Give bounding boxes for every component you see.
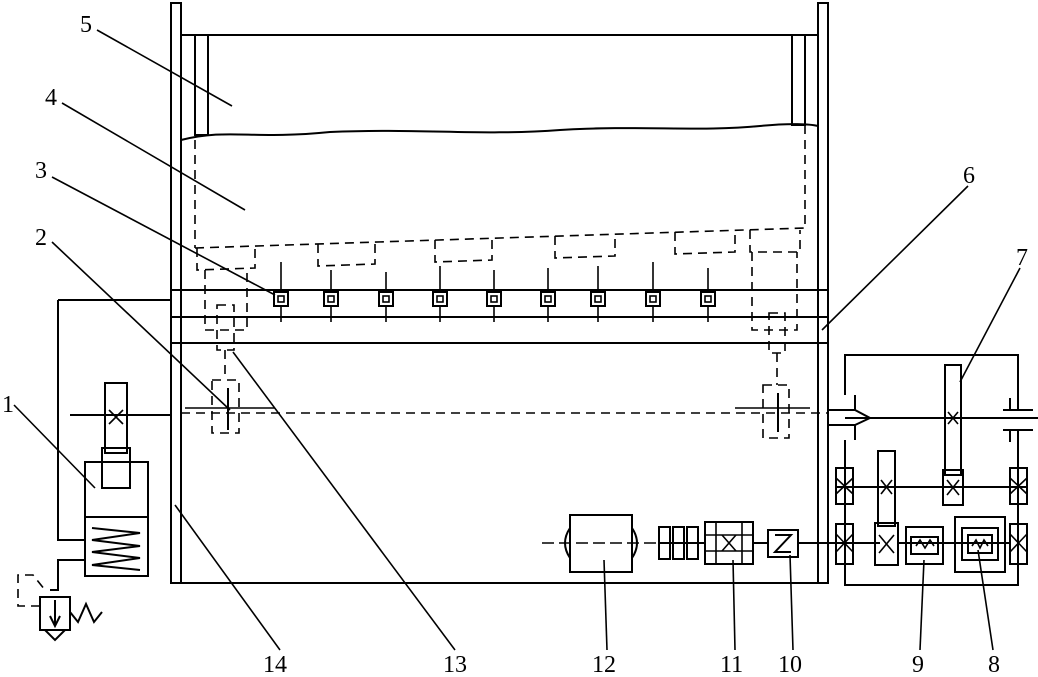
label-13: 13: [443, 652, 467, 677]
clamp-block: [323, 291, 339, 307]
label-3: 3: [35, 158, 47, 184]
label-11: 11: [720, 652, 743, 677]
clamp-block: [590, 291, 606, 307]
label-7: 7: [1016, 245, 1028, 271]
machine-frame: [170, 2, 829, 584]
part-labels: 5 4 3 2 1 6 7 14 13 12 11 10 9 8: [2, 12, 1028, 677]
label-4: 4: [45, 85, 57, 111]
label-10: 10: [778, 652, 802, 677]
eccentric-links: [204, 252, 798, 439]
clamp-block: [378, 291, 394, 307]
clamp-block-core: [704, 295, 712, 303]
gearbox: [832, 354, 1038, 586]
clamp-blocks: [273, 262, 716, 322]
clamp-block-core: [649, 295, 657, 303]
clamp-block: [540, 291, 556, 307]
clamp-block-core: [594, 295, 602, 303]
clamp-block-core: [436, 295, 444, 303]
label-2: 2: [35, 225, 47, 251]
clamp-block: [273, 291, 289, 307]
drive-train: [542, 514, 880, 573]
label-1: 1: [2, 392, 14, 418]
label-14: 14: [263, 652, 287, 677]
clamp-block: [486, 291, 502, 307]
clamp-block-core: [544, 295, 552, 303]
label-5: 5: [80, 12, 92, 38]
workpiece-outline: [194, 125, 806, 271]
clamp-block-core: [277, 295, 285, 303]
clamp-block: [432, 291, 448, 307]
main-shaft: [70, 388, 845, 432]
clamp-block-core: [490, 295, 498, 303]
label-9: 9: [912, 652, 924, 677]
label-6: 6: [963, 163, 975, 189]
clamp-block-core: [382, 295, 390, 303]
clamp-block-core: [327, 295, 335, 303]
label-8: 8: [988, 652, 1000, 677]
clamp-block: [645, 291, 661, 307]
clamp-block: [700, 291, 716, 307]
label-12: 12: [592, 652, 616, 677]
brake-cylinder: [17, 300, 149, 642]
leader-lines: [13, 29, 1021, 651]
upper-beam: [180, 34, 819, 141]
